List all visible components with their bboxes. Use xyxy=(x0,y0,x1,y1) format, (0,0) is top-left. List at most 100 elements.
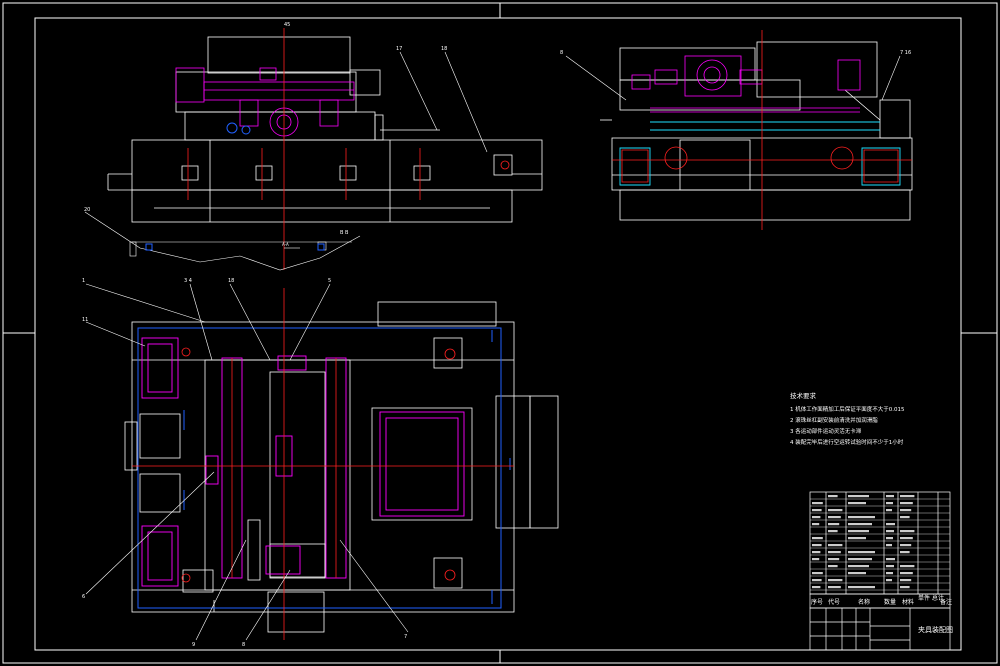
parts-list-entry-mark xyxy=(812,558,820,561)
parts-list-entry-mark xyxy=(900,502,913,505)
parts-list-entry-mark xyxy=(812,579,822,582)
parts-list-entry-mark xyxy=(886,558,895,561)
parts-list-entry-mark xyxy=(812,551,821,554)
drawing-name: 夹具装配图 xyxy=(918,625,953,634)
balloon-plan-3: 18 xyxy=(228,278,234,284)
parts-list-entry-mark xyxy=(812,586,821,589)
parts-list-entry-mark xyxy=(886,495,894,498)
parts-list-entry-mark xyxy=(886,565,894,568)
plan-view-centerlines xyxy=(132,288,514,640)
parts-list-entry-mark xyxy=(828,579,843,582)
parts-list-entry-mark xyxy=(828,551,841,554)
tech-req-item: 2 滚珠丝杠副安装前清洗并加润滑脂 xyxy=(790,416,878,424)
parts-list-entry-mark xyxy=(828,530,838,533)
front-view xyxy=(107,36,543,223)
balloon-front-a: 17 xyxy=(396,46,402,52)
plan-view-blue xyxy=(137,327,511,609)
parts-list-entry-mark xyxy=(812,544,822,547)
parts-list-entry-mark xyxy=(900,579,912,582)
balloon-mid-center: A-A xyxy=(282,242,289,247)
parts-list-entry-mark xyxy=(848,495,869,498)
tb-header-cell: 名称 xyxy=(858,598,870,606)
parts-list-entry-mark xyxy=(848,502,866,505)
balloon-plan-9: 7 xyxy=(404,634,407,640)
tech-req-title: 技术要求 xyxy=(790,391,817,400)
parts-list-entry-mark xyxy=(900,565,915,568)
balloon-side-b: 7 16 xyxy=(900,50,911,56)
side-view-accent xyxy=(631,55,861,113)
parts-list-entry-mark xyxy=(886,509,892,512)
parts-list-entry-mark xyxy=(812,516,821,519)
tb-header-cell: 数量 xyxy=(884,598,896,606)
parts-list-entry-mark xyxy=(900,509,912,512)
parts-list-entry-mark xyxy=(828,544,843,547)
balloon-plan-5: 11 xyxy=(82,317,88,323)
tech-req-item: 4 装配完毕后进行空运转试验时间不少于1小时 xyxy=(790,438,904,446)
parts-list-entry-mark xyxy=(886,572,893,575)
parts-list-entry-mark xyxy=(828,516,841,519)
front-view-blue xyxy=(226,122,251,135)
plan-leaders xyxy=(85,283,409,641)
parts-list xyxy=(809,491,951,595)
parts-list-entry-mark xyxy=(812,572,823,575)
parts-list-entry-mark xyxy=(848,572,866,575)
parts-list-entry-mark xyxy=(828,565,838,568)
parts-list-entry-mark xyxy=(900,572,913,575)
tech-req-item: 3 各运动部件运动灵活无卡滞 xyxy=(790,427,862,435)
tb-header-cell: 材料 xyxy=(902,598,914,606)
parts-list-entry-mark xyxy=(848,586,875,589)
balloon-front-b: 18 xyxy=(441,46,447,52)
balloon-side-a: 8 xyxy=(560,50,563,56)
balloon-mid-left: 20 xyxy=(84,207,90,213)
parts-list-entry-mark xyxy=(848,516,875,519)
parts-list-entry-mark xyxy=(828,586,841,589)
parts-list-entry-mark xyxy=(812,502,823,505)
parts-list-entry-mark xyxy=(848,558,872,561)
parts-list-entry-mark xyxy=(900,530,915,533)
section-cut-marks xyxy=(145,243,325,251)
balloon-plan-8: 8 xyxy=(242,642,245,648)
parts-list-entry-mark xyxy=(828,495,838,498)
balloon-plan-6: 6 xyxy=(82,594,85,600)
parts-list-entry-mark xyxy=(900,586,910,589)
parts-list-entry-mark xyxy=(848,530,869,533)
balloon-plan-7: 9 xyxy=(192,642,195,648)
parts-list-entry-mark xyxy=(828,509,843,512)
front-view-centerlines xyxy=(187,28,510,270)
parts-list-entry-mark xyxy=(900,495,915,498)
parts-list-entry-mark xyxy=(812,509,822,512)
parts-list-entry-mark xyxy=(828,523,840,526)
title-block-header: 序号 代号 名称 数量 材料 单件 总计 备注 xyxy=(811,594,952,606)
tech-requirements: 技术要求 1 机体工作面精加工后保证平面度不大于0.015 2 滚珠丝杠副安装前… xyxy=(790,391,905,446)
side-view xyxy=(600,41,913,221)
tb-header-cell: 序号 xyxy=(811,598,823,606)
parts-list-entry-mark xyxy=(886,523,895,526)
parts-list-entry-mark xyxy=(886,579,892,582)
title-block xyxy=(809,593,951,651)
parts-list-entry-mark xyxy=(886,537,893,540)
balloon-plan-2: 3 4 xyxy=(184,278,192,284)
parts-list-entry-mark xyxy=(812,523,820,526)
side-view-cyan xyxy=(619,121,901,186)
balloon-plan-4: 5 xyxy=(328,278,331,284)
balloon-mid-right: B B xyxy=(340,230,349,236)
parts-list-filler xyxy=(812,495,915,589)
side-view-red xyxy=(612,30,912,230)
parts-list-entry-mark xyxy=(848,565,869,568)
parts-list-entry-mark xyxy=(886,530,894,533)
tb-header-cell: 单件 总计 xyxy=(918,594,944,602)
parts-list-entry-mark xyxy=(900,537,913,540)
side-leaders xyxy=(565,55,901,101)
front-leaders xyxy=(399,51,488,153)
parts-list-entry-mark xyxy=(812,537,823,540)
parts-list-entry-mark xyxy=(848,551,875,554)
plan-view-accent xyxy=(141,337,465,587)
top-mark-label: 45 xyxy=(284,22,290,28)
front-view-accent xyxy=(175,67,355,137)
parts-list-entry-mark xyxy=(848,537,866,540)
parts-list-entry-mark xyxy=(900,551,910,554)
parts-list-entry-mark xyxy=(900,544,912,547)
tech-req-item: 1 机体工作面精加工后保证平面度不大于0.015 xyxy=(790,405,905,413)
